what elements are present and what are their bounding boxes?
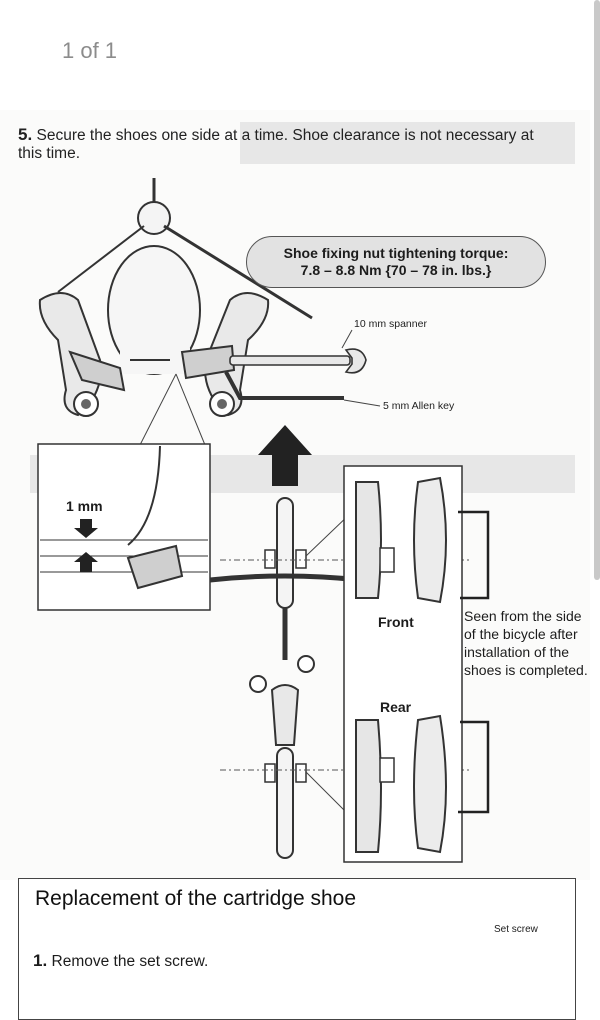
spanner-head bbox=[344, 348, 367, 374]
clearance-detail-inset bbox=[37, 443, 211, 611]
pedal-right bbox=[297, 655, 315, 673]
step-1-text: Remove the set screw. bbox=[51, 953, 209, 970]
front-bracket bbox=[458, 510, 490, 600]
link-wire-left bbox=[57, 225, 145, 293]
cable-noodle bbox=[137, 201, 171, 235]
torque-callout: Shoe fixing nut tightening torque: 7.8 –… bbox=[246, 236, 546, 288]
step-1-number: 1. bbox=[33, 951, 48, 970]
torque-title: Shoe fixing nut tightening torque: bbox=[283, 245, 509, 261]
spanner-label: 10 mm spanner bbox=[354, 318, 427, 330]
rear-label: Rear bbox=[380, 699, 412, 715]
clearance-arrow-up bbox=[74, 552, 98, 572]
front-wheel bbox=[276, 497, 294, 609]
allen-key bbox=[224, 371, 344, 400]
step-1-instruction: 1. Remove the set screw. bbox=[33, 951, 208, 971]
pedal-left bbox=[249, 675, 267, 693]
clearance-arrow-down bbox=[74, 519, 98, 538]
page-counter: 1 of 1 bbox=[62, 38, 118, 63]
front-shoe-left bbox=[355, 481, 382, 599]
replacement-section: Replacement of the cartridge shoe 1. Rem… bbox=[18, 878, 576, 1020]
allen-key-label: 5 mm Allen key bbox=[383, 400, 455, 412]
spanner-handle bbox=[229, 355, 351, 366]
torque-value: 7.8 – 8.8 Nm {70 – 78 in. lbs.} bbox=[300, 262, 492, 278]
detail-shoe bbox=[126, 544, 184, 590]
rear-wheel bbox=[276, 747, 294, 859]
section-title: Replacement of the cartridge shoe bbox=[35, 887, 357, 910]
step-text: Secure the shoes one side at a time. Sho… bbox=[18, 127, 534, 162]
seen-from-side-note: Seen from the side of the bicycle after … bbox=[464, 608, 588, 678]
saddle bbox=[270, 684, 300, 746]
brake-illustration bbox=[37, 178, 561, 992]
rear-shoe-right bbox=[413, 714, 447, 854]
rear-shoe-left bbox=[355, 719, 382, 853]
up-arrow bbox=[258, 425, 312, 486]
right-shoe bbox=[180, 344, 236, 380]
step-number: 5. bbox=[18, 125, 33, 144]
handlebar bbox=[209, 573, 361, 583]
step-5-instruction: 5. Secure the shoes one side at a time. … bbox=[18, 126, 538, 163]
left-shoe bbox=[68, 350, 126, 392]
set-screw-label: Set screw bbox=[494, 924, 538, 935]
rear-bracket bbox=[458, 720, 490, 814]
faded-banner-top bbox=[240, 122, 575, 164]
front-label: Front bbox=[378, 614, 414, 630]
link-wire-right bbox=[163, 224, 313, 320]
scrollbar[interactable] bbox=[594, 0, 600, 580]
front-shoe-right bbox=[413, 476, 447, 604]
clearance-label: 1 mm bbox=[66, 498, 103, 514]
